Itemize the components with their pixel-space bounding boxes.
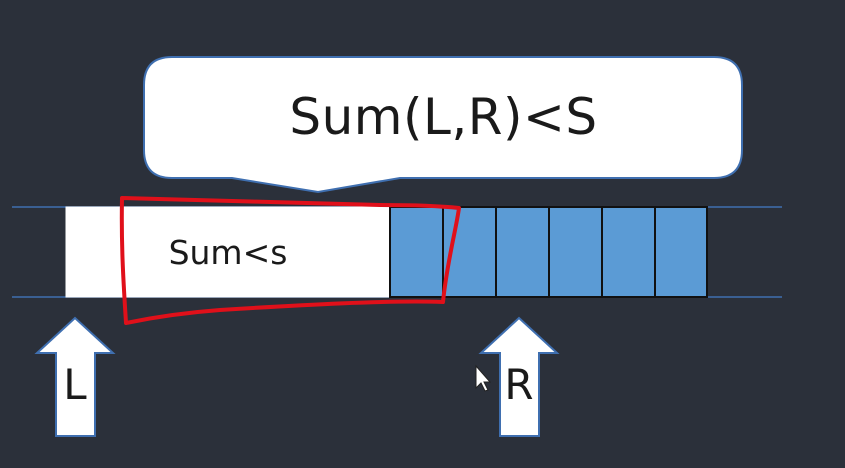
segment-label: Sum<s: [168, 232, 288, 272]
array-cell: [654, 206, 708, 298]
right-pointer-arrow: [478, 316, 560, 437]
right-pointer-label: R: [504, 360, 534, 409]
array-cell: [495, 206, 550, 298]
array-cells: [389, 206, 708, 298]
callout-bubble: [143, 56, 743, 194]
mouse-cursor-icon: [475, 364, 492, 392]
array-cell: [389, 206, 444, 298]
array-cell: [601, 206, 656, 298]
red-highlight-box: [119, 196, 461, 325]
callout-formula: Sum(L,R)<S: [289, 88, 598, 146]
array-cell: [548, 206, 603, 298]
left-pointer-label: L: [63, 360, 87, 409]
left-pointer-arrow: [34, 316, 116, 437]
